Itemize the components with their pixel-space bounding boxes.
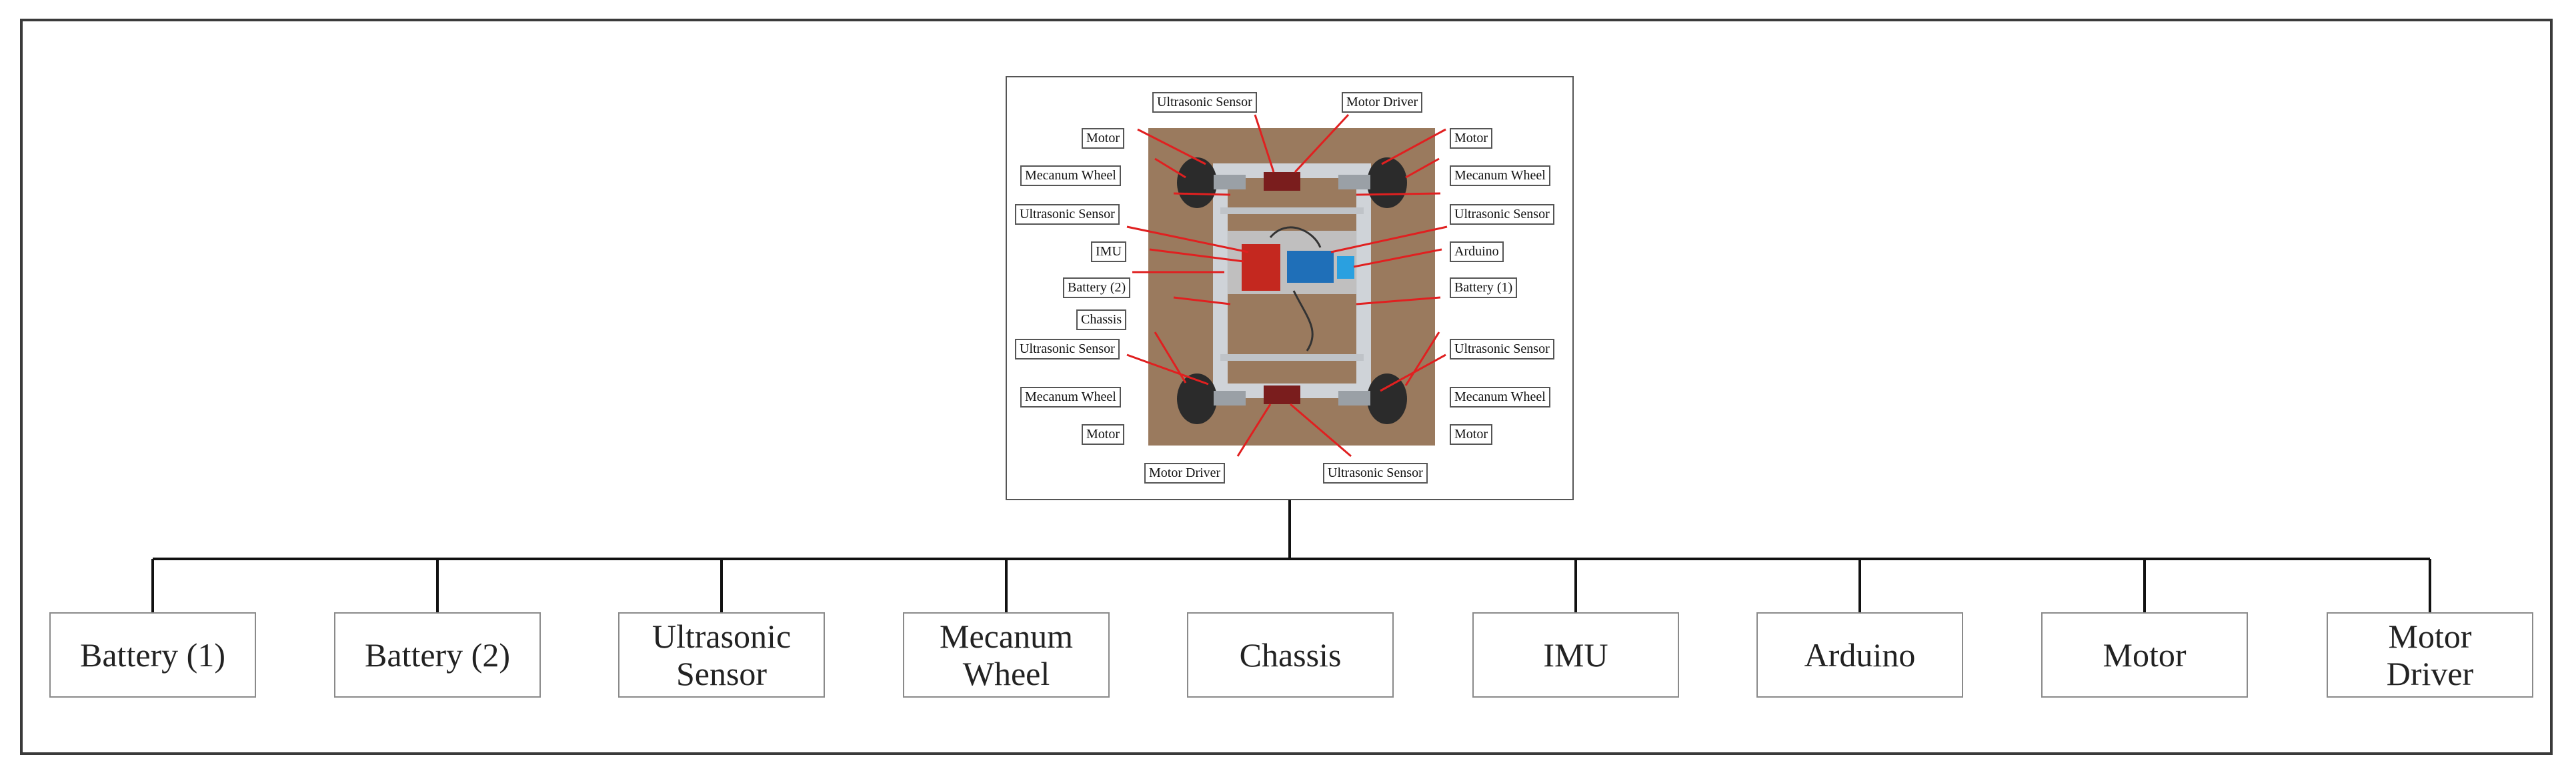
wheel-bottom-right bbox=[1367, 373, 1407, 424]
motor-driver-bottom bbox=[1264, 385, 1300, 404]
wheel-bottom-left bbox=[1177, 373, 1217, 424]
component-battery-2: Battery (2) bbox=[334, 612, 541, 698]
motor-top-right bbox=[1338, 175, 1370, 189]
label-right-ultrasonic-top: Ultrasonic Sensor bbox=[1450, 204, 1554, 225]
label-right-motor-bottom: Motor bbox=[1450, 424, 1492, 445]
component-motor: Motor bbox=[2041, 612, 2248, 698]
component-mecanum-wheel: Mecanum Wheel bbox=[903, 612, 1110, 698]
label-left-ultrasonic-top: Ultrasonic Sensor bbox=[1015, 204, 1120, 225]
label-left-wheel-bottom: Mecanum Wheel bbox=[1020, 387, 1121, 408]
component-chassis: Chassis bbox=[1187, 612, 1394, 698]
motor-driver-top bbox=[1264, 172, 1300, 191]
robot-photo bbox=[1126, 113, 1448, 458]
robot-photo-panel: Ultrasonic Sensor Motor Driver Motor Mec… bbox=[1006, 76, 1574, 500]
label-left-battery-2: Battery (2) bbox=[1063, 277, 1131, 298]
label-bottom-motor-driver: Motor Driver bbox=[1144, 463, 1226, 484]
label-left-motor-bottom: Motor bbox=[1082, 424, 1124, 445]
motor-top-left bbox=[1214, 175, 1246, 189]
label-left-wheel-top: Mecanum Wheel bbox=[1020, 165, 1121, 186]
wheel-top-left bbox=[1177, 157, 1217, 208]
label-right-battery-1: Battery (1) bbox=[1450, 277, 1518, 298]
component-ultrasonic-sensor: Ultrasonic Sensor bbox=[618, 612, 825, 698]
label-top-ultrasonic: Ultrasonic Sensor bbox=[1152, 92, 1257, 113]
component-battery-1: Battery (1) bbox=[49, 612, 256, 698]
component-motor-driver: Motor Driver bbox=[2327, 612, 2533, 698]
motor-bottom-left bbox=[1214, 391, 1246, 406]
diagram-frame bbox=[20, 19, 2553, 755]
component-imu: IMU bbox=[1472, 612, 1679, 698]
label-right-wheel-top: Mecanum Wheel bbox=[1450, 165, 1550, 186]
component-arduino: Arduino bbox=[1756, 612, 1963, 698]
label-left-ultrasonic-bottom: Ultrasonic Sensor bbox=[1015, 339, 1120, 359]
label-right-ultrasonic-bottom: Ultrasonic Sensor bbox=[1450, 339, 1554, 359]
arduino-board bbox=[1287, 251, 1334, 283]
wheel-top-right bbox=[1367, 157, 1407, 208]
motor-bottom-right bbox=[1338, 391, 1370, 406]
label-top-motor-driver: Motor Driver bbox=[1342, 92, 1423, 113]
battery-1-pack bbox=[1337, 256, 1354, 279]
label-left-imu: IMU bbox=[1091, 241, 1126, 262]
label-bottom-ultrasonic: Ultrasonic Sensor bbox=[1323, 463, 1428, 484]
label-right-wheel-bottom: Mecanum Wheel bbox=[1450, 387, 1550, 408]
label-left-chassis: Chassis bbox=[1076, 309, 1127, 330]
label-right-arduino: Arduino bbox=[1450, 241, 1504, 262]
label-left-motor-top: Motor bbox=[1082, 128, 1124, 149]
leader-lines bbox=[1126, 113, 1448, 458]
wiring bbox=[1269, 226, 1322, 351]
label-right-motor-top: Motor bbox=[1450, 128, 1492, 149]
